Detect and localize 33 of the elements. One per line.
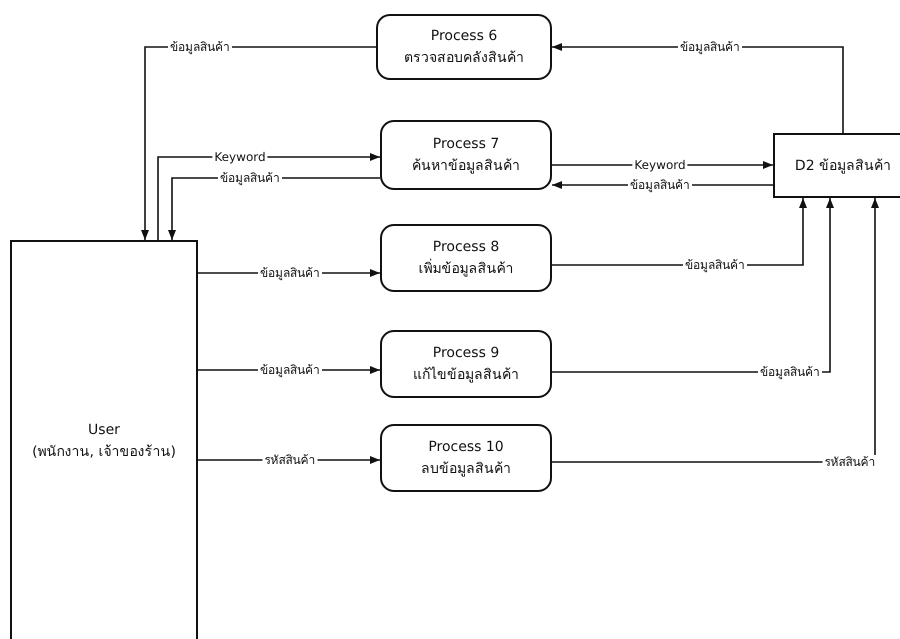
edge-label: ข้อมูลสินค้า — [758, 365, 822, 379]
process-box — [380, 424, 552, 492]
node-text: ค้นหาข้อมูลสินค้า — [412, 157, 520, 176]
process-box — [380, 120, 552, 190]
node-text: แก้ไขข้อมูลสินค้า — [413, 366, 519, 385]
edge-label: Keyword — [212, 150, 268, 164]
edge-label: ข้อมูลสินค้า — [168, 40, 232, 54]
node-text: (พนักงาน, เจ้าของร้าน) — [32, 443, 176, 462]
node-title: Process 6 — [430, 27, 498, 46]
process-box — [376, 14, 552, 80]
edge-label: Keyword — [632, 158, 688, 172]
edge-label: รหัสสินค้า — [822, 455, 878, 469]
node-title: Process 9 — [432, 344, 500, 363]
node-title: Process 10 — [428, 438, 504, 457]
node-text: D2 ข้อมูลสินค้า — [794, 156, 892, 176]
node-text: เพิ่มข้อมูลสินค้า — [418, 258, 514, 280]
edge-label: ข้อมูลสินค้า — [258, 363, 322, 377]
edge-label: ข้อมูลสินค้า — [628, 178, 692, 192]
node-title: Process 8 — [432, 238, 500, 257]
process-box — [380, 330, 552, 398]
arrow — [552, 198, 879, 463]
entity-box — [10, 240, 198, 639]
node-text: ลบข้อมูลสินค้า — [421, 460, 511, 479]
edge-label: ข้อมูลสินค้า — [683, 258, 747, 272]
edge-label: ข้อมูลสินค้า — [678, 40, 742, 54]
node-title: User — [88, 421, 120, 440]
edge-label: ข้อมูลสินค้า — [218, 171, 282, 185]
process-box — [380, 224, 552, 292]
data-store-box — [773, 133, 900, 198]
edge-label: ข้อมูลสินค้า — [258, 266, 322, 280]
node-title: Process 7 — [432, 135, 500, 154]
edge-label: รหัสสินค้า — [262, 453, 318, 467]
node-text: ตรวจสอบคลังสินค้า — [404, 49, 524, 68]
